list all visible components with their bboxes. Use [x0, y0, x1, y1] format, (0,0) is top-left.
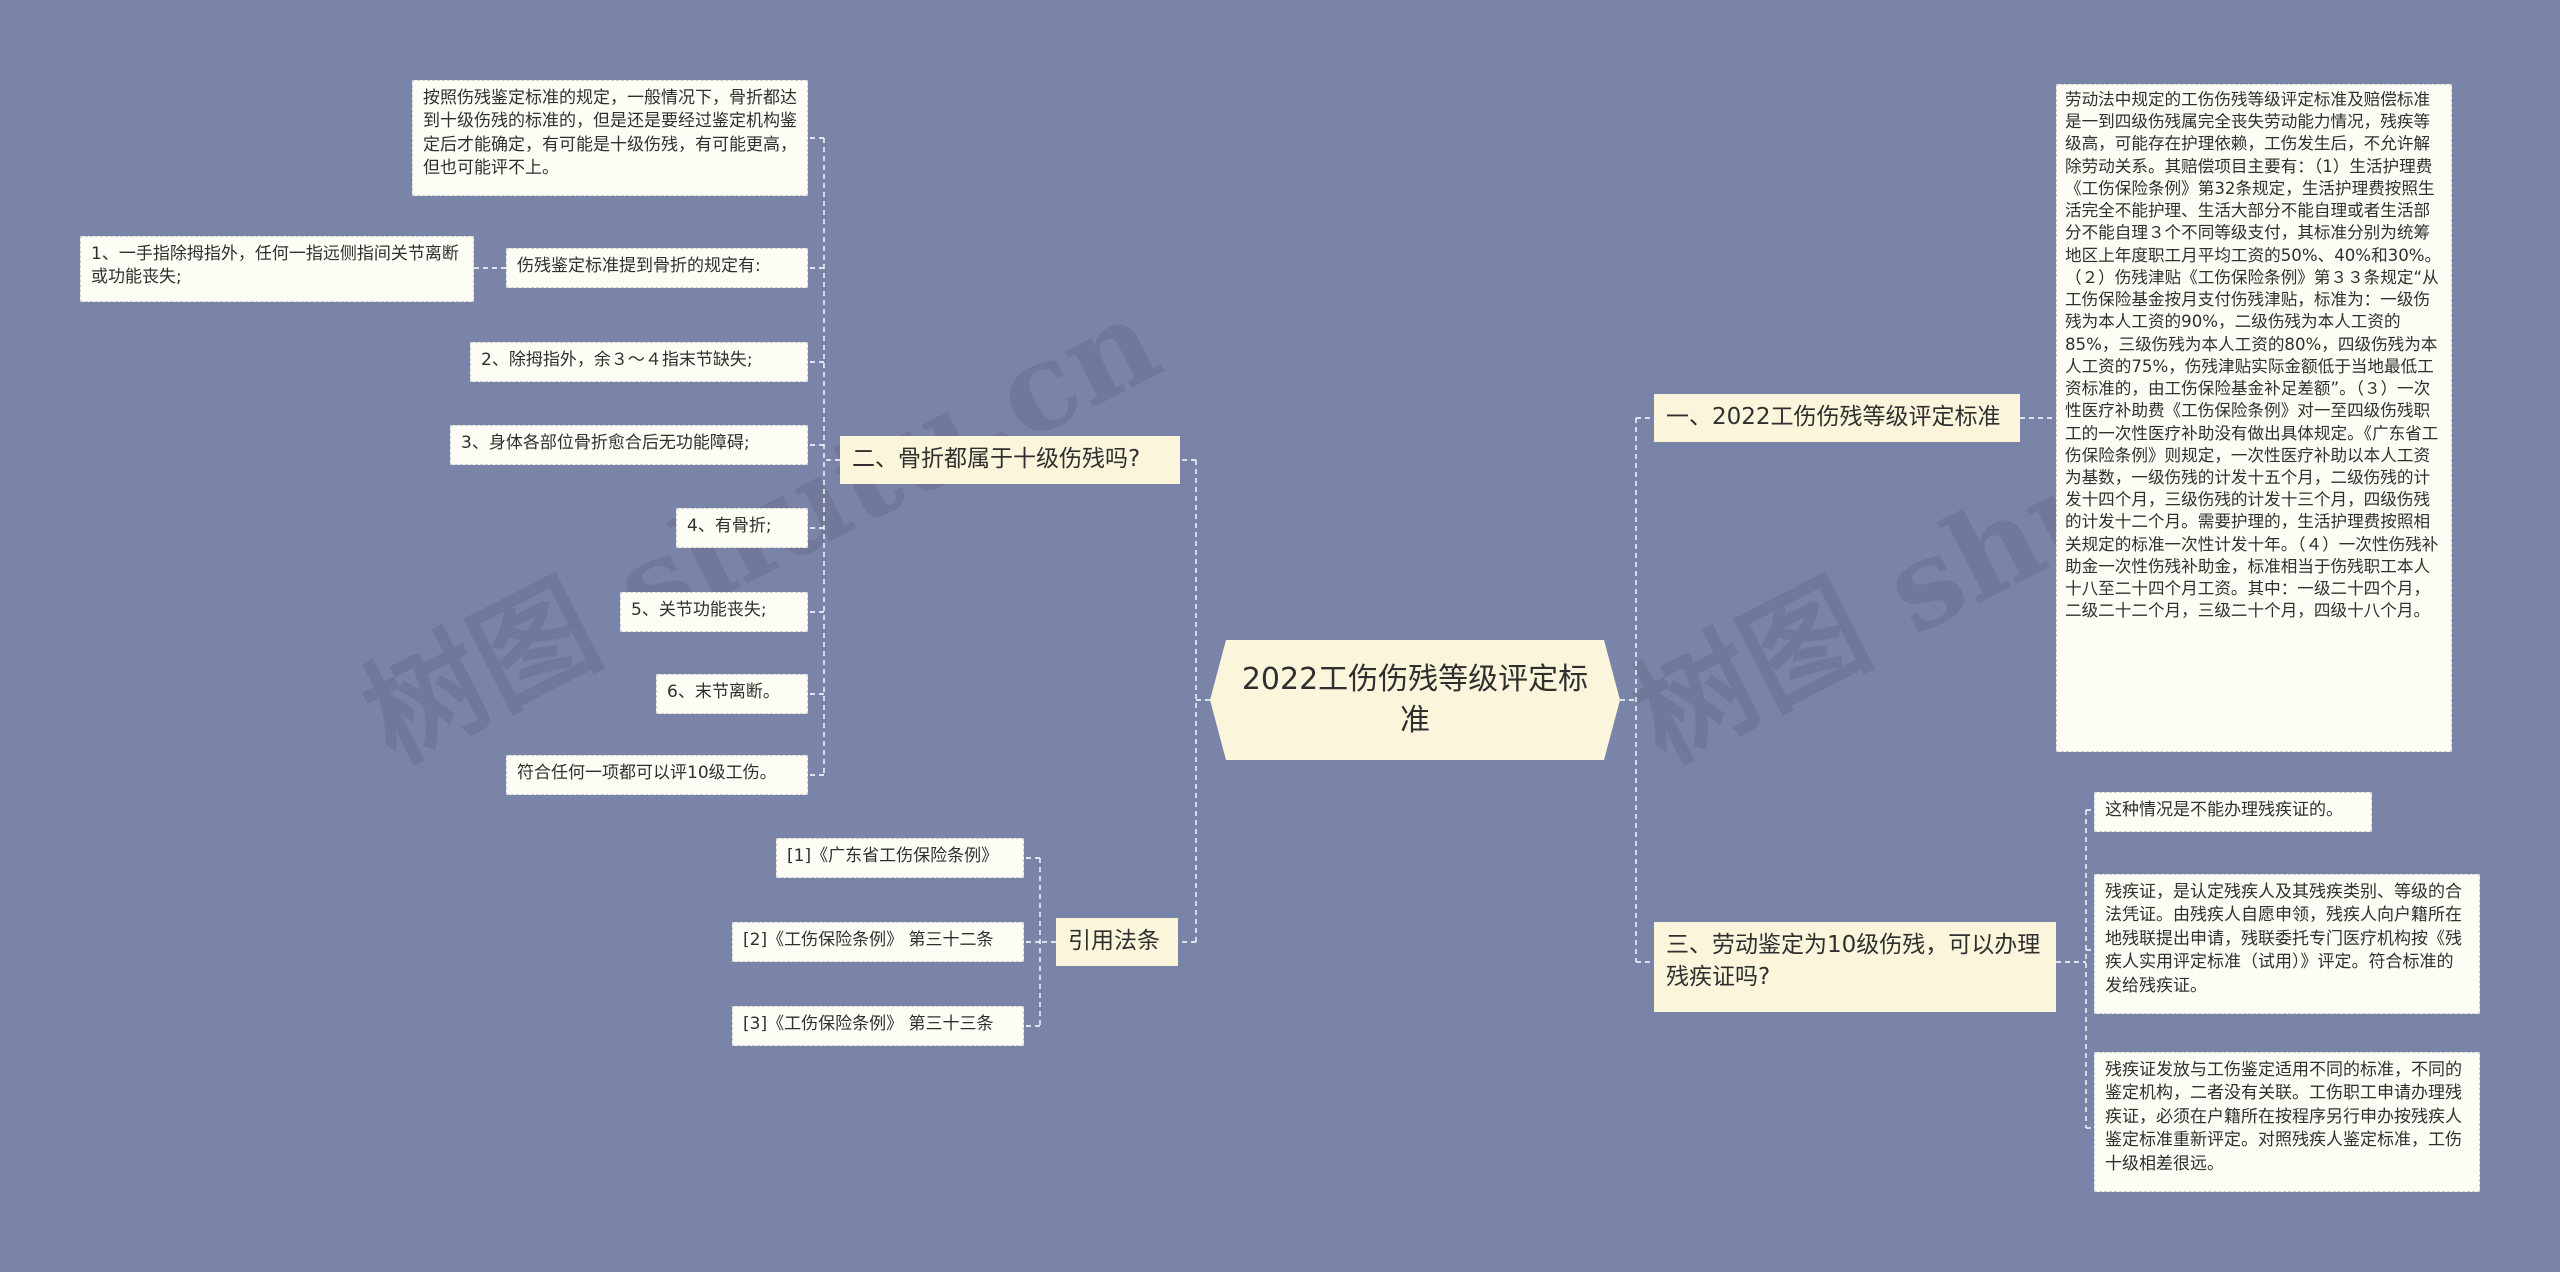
leaf-compensation-text: 劳动法中规定的工伤伤残等级评定标准及赔偿标准是一到四级伤残属完全丧失劳动能力情况…: [2065, 90, 2442, 621]
leaf-item-2-text: 2、除拇指外，余３～４指末节缺失;: [481, 350, 753, 370]
leaf-item-4-text: 4、有骨折;: [687, 516, 772, 536]
leaf-citation-3-text: [3]《工伤保险条例》 第三十三条: [743, 1014, 994, 1034]
leaf-node-fracture-standard[interactable]: 按照伤残鉴定标准的规定，一般情况下，骨折都达到十级伤残的标准的，但是还是要经过鉴…: [412, 80, 808, 196]
leaf-item-1-text: 1、一手指除拇指外，任何一指远侧指间关节离断或功能丧失;: [91, 244, 459, 288]
leaf-node-different-standards[interactable]: 残疾证发放与工伤鉴定适用不同的标准，不同的鉴定机构，二者没有关联。工伤职工申请办…: [2094, 1052, 2480, 1192]
leaf-node-cannot-apply[interactable]: 这种情况是不能办理残疾证的。: [2094, 792, 2372, 832]
leaf-disability-cert-text: 残疾证，是认定残疾人及其残疾类别、等级的合法凭证。由残疾人自愿申领，残疾人向户籍…: [2105, 882, 2462, 996]
leaf-node-item-3[interactable]: 3、身体各部位骨折愈合后无功能障碍;: [450, 425, 808, 465]
leaf-any-item-text: 符合任何一项都可以评10级工伤。: [517, 763, 777, 783]
leaf-node-compensation[interactable]: 劳动法中规定的工伤伤残等级评定标准及赔偿标准是一到四级伤残属完全丧失劳动能力情况…: [2056, 84, 2452, 752]
branch-3-label: 三、劳动鉴定为10级伤残，可以办理残疾证吗?: [1666, 932, 2041, 990]
leaf-item-5-text: 5、关节功能丧失;: [631, 600, 767, 620]
leaf-node-item-4[interactable]: 4、有骨折;: [676, 508, 808, 548]
root-node[interactable]: 2022工伤伤残等级评定标准: [1210, 640, 1620, 760]
leaf-node-item-6[interactable]: 6、末节离断。: [656, 674, 808, 714]
branch-node-1[interactable]: 一、2022工伤伤残等级评定标准: [1654, 394, 2020, 442]
leaf-node-any-item[interactable]: 符合任何一项都可以评10级工伤。: [506, 755, 808, 795]
root-label: 2022工伤伤残等级评定标准: [1241, 661, 1589, 738]
leaf-cannot-apply-text: 这种情况是不能办理残疾证的。: [2105, 800, 2343, 820]
branch-1-label: 一、2022工伤伤残等级评定标准: [1666, 404, 2001, 430]
leaf-node-citation-2[interactable]: [2]《工伤保险条例》 第三十二条: [732, 922, 1024, 962]
leaf-node-item-5[interactable]: 5、关节功能丧失;: [620, 592, 808, 632]
leaf-fracture-standard-text: 按照伤残鉴定标准的规定，一般情况下，骨折都达到十级伤残的标准的，但是还是要经过鉴…: [423, 88, 797, 179]
leaf-node-item-1[interactable]: 1、一手指除拇指外，任何一指远侧指间关节离断或功能丧失;: [80, 236, 474, 302]
leaf-node-citation-1[interactable]: [1]《广东省工伤保险条例》: [776, 838, 1024, 878]
leaf-item-3-text: 3、身体各部位骨折愈合后无功能障碍;: [461, 433, 750, 453]
branch-2-label: 二、骨折都属于十级伤残吗?: [852, 446, 1141, 472]
leaf-node-item-2[interactable]: 2、除拇指外，余３～４指末节缺失;: [470, 342, 808, 382]
leaf-item-6-text: 6、末节离断。: [667, 682, 780, 702]
branch-node-3[interactable]: 三、劳动鉴定为10级伤残，可以办理残疾证吗?: [1654, 922, 2056, 1012]
branch-node-2[interactable]: 二、骨折都属于十级伤残吗?: [840, 436, 1180, 484]
leaf-node-citation-3[interactable]: [3]《工伤保险条例》 第三十三条: [732, 1006, 1024, 1046]
leaf-citation-1-text: [1]《广东省工伤保险条例》: [787, 846, 999, 866]
leaf-different-standards-text: 残疾证发放与工伤鉴定适用不同的标准，不同的鉴定机构，二者没有关联。工伤职工申请办…: [2105, 1060, 2462, 1174]
leaf-node-regulations-mention[interactable]: 伤残鉴定标准提到骨折的规定有:: [506, 248, 808, 288]
leaf-citation-2-text: [2]《工伤保险条例》 第三十二条: [743, 930, 994, 950]
leaf-regulations-mention-text: 伤残鉴定标准提到骨折的规定有:: [517, 256, 761, 276]
leaf-node-disability-cert[interactable]: 残疾证，是认定残疾人及其残疾类别、等级的合法凭证。由残疾人自愿申领，残疾人向户籍…: [2094, 874, 2480, 1014]
branch-4-label: 引用法条: [1068, 928, 1160, 954]
branch-node-4[interactable]: 引用法条: [1056, 918, 1178, 966]
